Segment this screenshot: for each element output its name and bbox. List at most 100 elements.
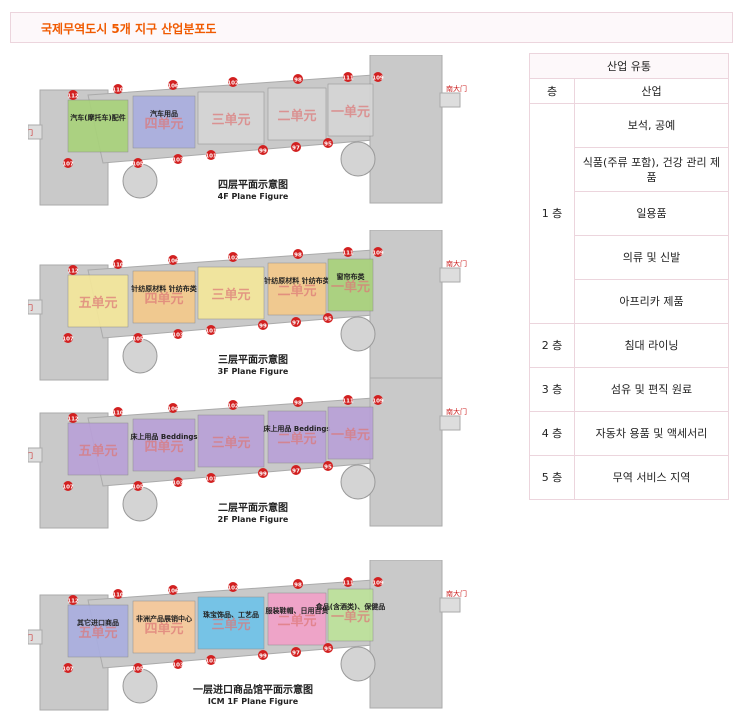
gate-marker: [293, 249, 303, 259]
gate-number: 110: [112, 263, 124, 269]
gate-marker: [291, 465, 301, 475]
gate-marker: [63, 158, 73, 168]
unit-label: 三单元: [211, 112, 250, 128]
zone-label: 汽车用品: [150, 109, 178, 118]
gate-marker: [68, 595, 78, 605]
floor-cell: 4 층: [529, 411, 575, 456]
south-door: [439, 267, 461, 283]
zone-block: [197, 266, 265, 320]
gate-number: 109: [372, 251, 384, 257]
gate-marker: [63, 333, 73, 343]
floor-plan-1: 北大门南大门五单元其它进口商品四单元非洲产品展销中心三单元珠宝饰品、工艺品二单元…: [28, 560, 467, 711]
ramp-left: [122, 668, 158, 704]
plan-caption-cn: 一层进口商品馆平面示意图: [193, 683, 313, 696]
industry-table: 산업 유통 층 산업 1 층 보석, 공예 식품(주류 포함), 건강 관리 제…: [529, 53, 729, 500]
gate-number: 106: [167, 407, 179, 413]
gate-number: 95: [324, 465, 332, 471]
gate-number: 109: [372, 399, 384, 405]
plan-caption-en: 2F Plane Figure: [218, 515, 289, 524]
gate-marker: [343, 395, 353, 405]
gate-number: 112: [67, 269, 79, 275]
col-industry: 산업: [574, 78, 729, 104]
unit-label: 二单元: [277, 283, 316, 299]
zone-label: 床上用品 Beddings: [263, 424, 330, 433]
gate-marker: [68, 413, 78, 423]
gate-marker: [173, 477, 183, 487]
table-header: 산업 유통: [529, 53, 729, 79]
gate-marker: [63, 663, 73, 673]
page-title: 국제무역도시 5개 지구 산업분포도: [41, 22, 217, 36]
zone-block: [267, 87, 327, 141]
gate-number: 102: [227, 586, 239, 592]
unit-label: 三单元: [211, 287, 250, 303]
unit-label: 五单元: [78, 625, 117, 641]
gate-number: 95: [324, 142, 332, 148]
unit-label: 三单元: [211, 617, 250, 633]
gate-marker: [168, 255, 178, 265]
unit-label: 二单元: [277, 613, 316, 629]
gate-marker: [258, 650, 268, 660]
gate-number: 99: [259, 472, 267, 478]
industry-cell: 무역 서비스 지역: [574, 455, 729, 500]
south-door-label: 南大门: [446, 589, 467, 598]
gate-number: 98: [294, 78, 302, 84]
floor-cell: 3 층: [529, 367, 575, 412]
south-door-label: 南大门: [446, 84, 467, 93]
unit-label: 一单元: [331, 609, 370, 625]
zone-block: [197, 414, 265, 468]
col-floor: 층: [529, 78, 575, 104]
gate-number: 103: [172, 481, 184, 487]
north-door-label: 北大门: [28, 451, 33, 460]
gate-number: 101: [205, 477, 217, 483]
gate-number: 102: [227, 81, 239, 87]
plan-caption-cn: 二层平面示意图: [218, 501, 288, 514]
zone-block: [197, 596, 265, 650]
unit-label: 一单元: [331, 427, 370, 443]
gate-marker: [373, 72, 383, 82]
gate-marker: [323, 313, 333, 323]
zone-block: [327, 406, 374, 460]
zone-block: [267, 592, 327, 646]
unit-label: 五单元: [78, 443, 117, 459]
gate-marker: [343, 72, 353, 82]
gate-marker: [258, 145, 268, 155]
zone-label: 针纺原材料 针纺布类: [130, 284, 197, 293]
north-door: [28, 299, 43, 315]
gate-marker: [291, 142, 301, 152]
gate-number: 98: [294, 253, 302, 259]
gate-marker: [343, 577, 353, 587]
zone-label: 非洲产品展销中心: [136, 614, 192, 623]
ramp-right: [340, 464, 376, 500]
zone-label: 食品(含酒类)、保健品: [315, 602, 385, 611]
unit-label: 二单元: [277, 431, 316, 447]
zone-block: [327, 83, 374, 137]
gate-number: 102: [227, 404, 239, 410]
gate-marker: [113, 259, 123, 269]
gate-number: 97: [292, 146, 300, 152]
gate-marker: [133, 663, 143, 673]
gate-marker: [206, 150, 216, 160]
zone-block: [132, 95, 196, 149]
north-door-label: 北大门: [28, 128, 33, 137]
gate-marker: [291, 317, 301, 327]
gate-number: 112: [67, 94, 79, 100]
gate-number: 105: [132, 485, 144, 491]
gate-number: 98: [294, 583, 302, 589]
gate-marker: [168, 403, 178, 413]
plan-caption-cn: 三层平面示意图: [218, 353, 288, 366]
gate-number: 107: [62, 337, 74, 343]
industry-cell: 일용품: [574, 191, 729, 236]
gate-number: 110: [112, 411, 124, 417]
ramp-left: [122, 338, 158, 374]
unit-label: 一单元: [331, 104, 370, 120]
south-door: [439, 92, 461, 108]
gate-marker: [133, 333, 143, 343]
south-door-label: 南大门: [446, 259, 467, 268]
gate-marker: [323, 461, 333, 471]
gate-marker: [113, 407, 123, 417]
zone-block: [67, 274, 129, 328]
gate-marker: [168, 585, 178, 595]
gate-number: 112: [67, 417, 79, 423]
